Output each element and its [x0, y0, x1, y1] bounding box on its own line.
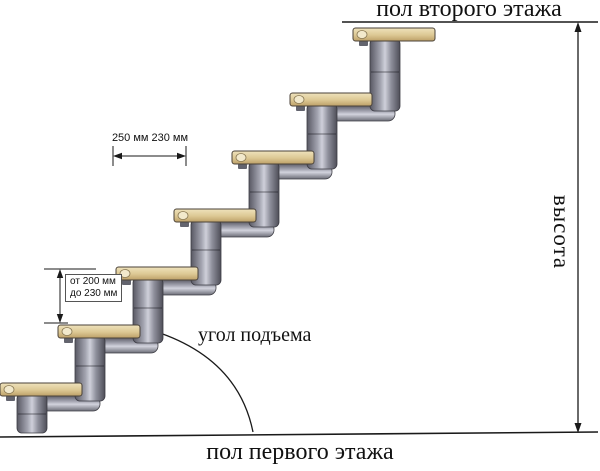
rise-dimension — [44, 268, 96, 324]
step-tread — [173, 208, 257, 223]
arrow-right-icon — [177, 152, 186, 160]
tread-brackets — [6, 41, 368, 401]
rise-dimension-label: от 200 мм до 230 мм — [65, 274, 123, 302]
arrow-up-icon — [574, 22, 582, 32]
tread-bracket — [64, 338, 73, 343]
run-dimension — [112, 146, 187, 166]
tread-cap — [3, 385, 15, 394]
step-treads — [0, 27, 436, 397]
first-floor-line — [0, 431, 599, 438]
height-dimension — [574, 22, 582, 433]
tread-bracket — [122, 280, 131, 285]
step-tread — [289, 92, 373, 107]
tread-bracket — [238, 164, 247, 169]
tread-cap — [356, 30, 368, 39]
tread-bracket — [296, 106, 305, 111]
first-floor-label: пол первого этажа — [206, 439, 394, 465]
step-tread — [115, 266, 199, 281]
tread-bracket — [6, 396, 15, 401]
tread-cap — [61, 327, 73, 336]
arrow-left-icon — [113, 152, 122, 160]
arrow-down-icon — [56, 314, 64, 323]
angle-label: угол подъема — [198, 324, 312, 346]
second-floor-label: пол второго этажа — [376, 0, 562, 22]
tread-cap — [177, 211, 189, 220]
tread-cap — [119, 269, 131, 278]
arrow-up-icon — [56, 269, 64, 278]
rise-dimension-line1: от 200 мм — [70, 276, 116, 287]
tread-bracket — [180, 222, 189, 227]
rise-dimension-line2: до 230 мм — [70, 288, 118, 299]
tread-cap — [293, 95, 305, 104]
run-dimension-label: 250 мм 230 мм — [111, 132, 189, 144]
tread-bracket — [359, 41, 368, 46]
angle-arc — [153, 330, 254, 433]
step-tread — [231, 150, 315, 165]
step-tread — [352, 27, 436, 42]
module-posts — [16, 38, 401, 434]
arrow-down-icon — [574, 423, 582, 433]
step-tread — [57, 324, 141, 339]
height-label: высота — [549, 194, 574, 270]
module-post — [369, 38, 401, 112]
tread-cap — [235, 153, 247, 162]
step-tread — [0, 382, 83, 397]
